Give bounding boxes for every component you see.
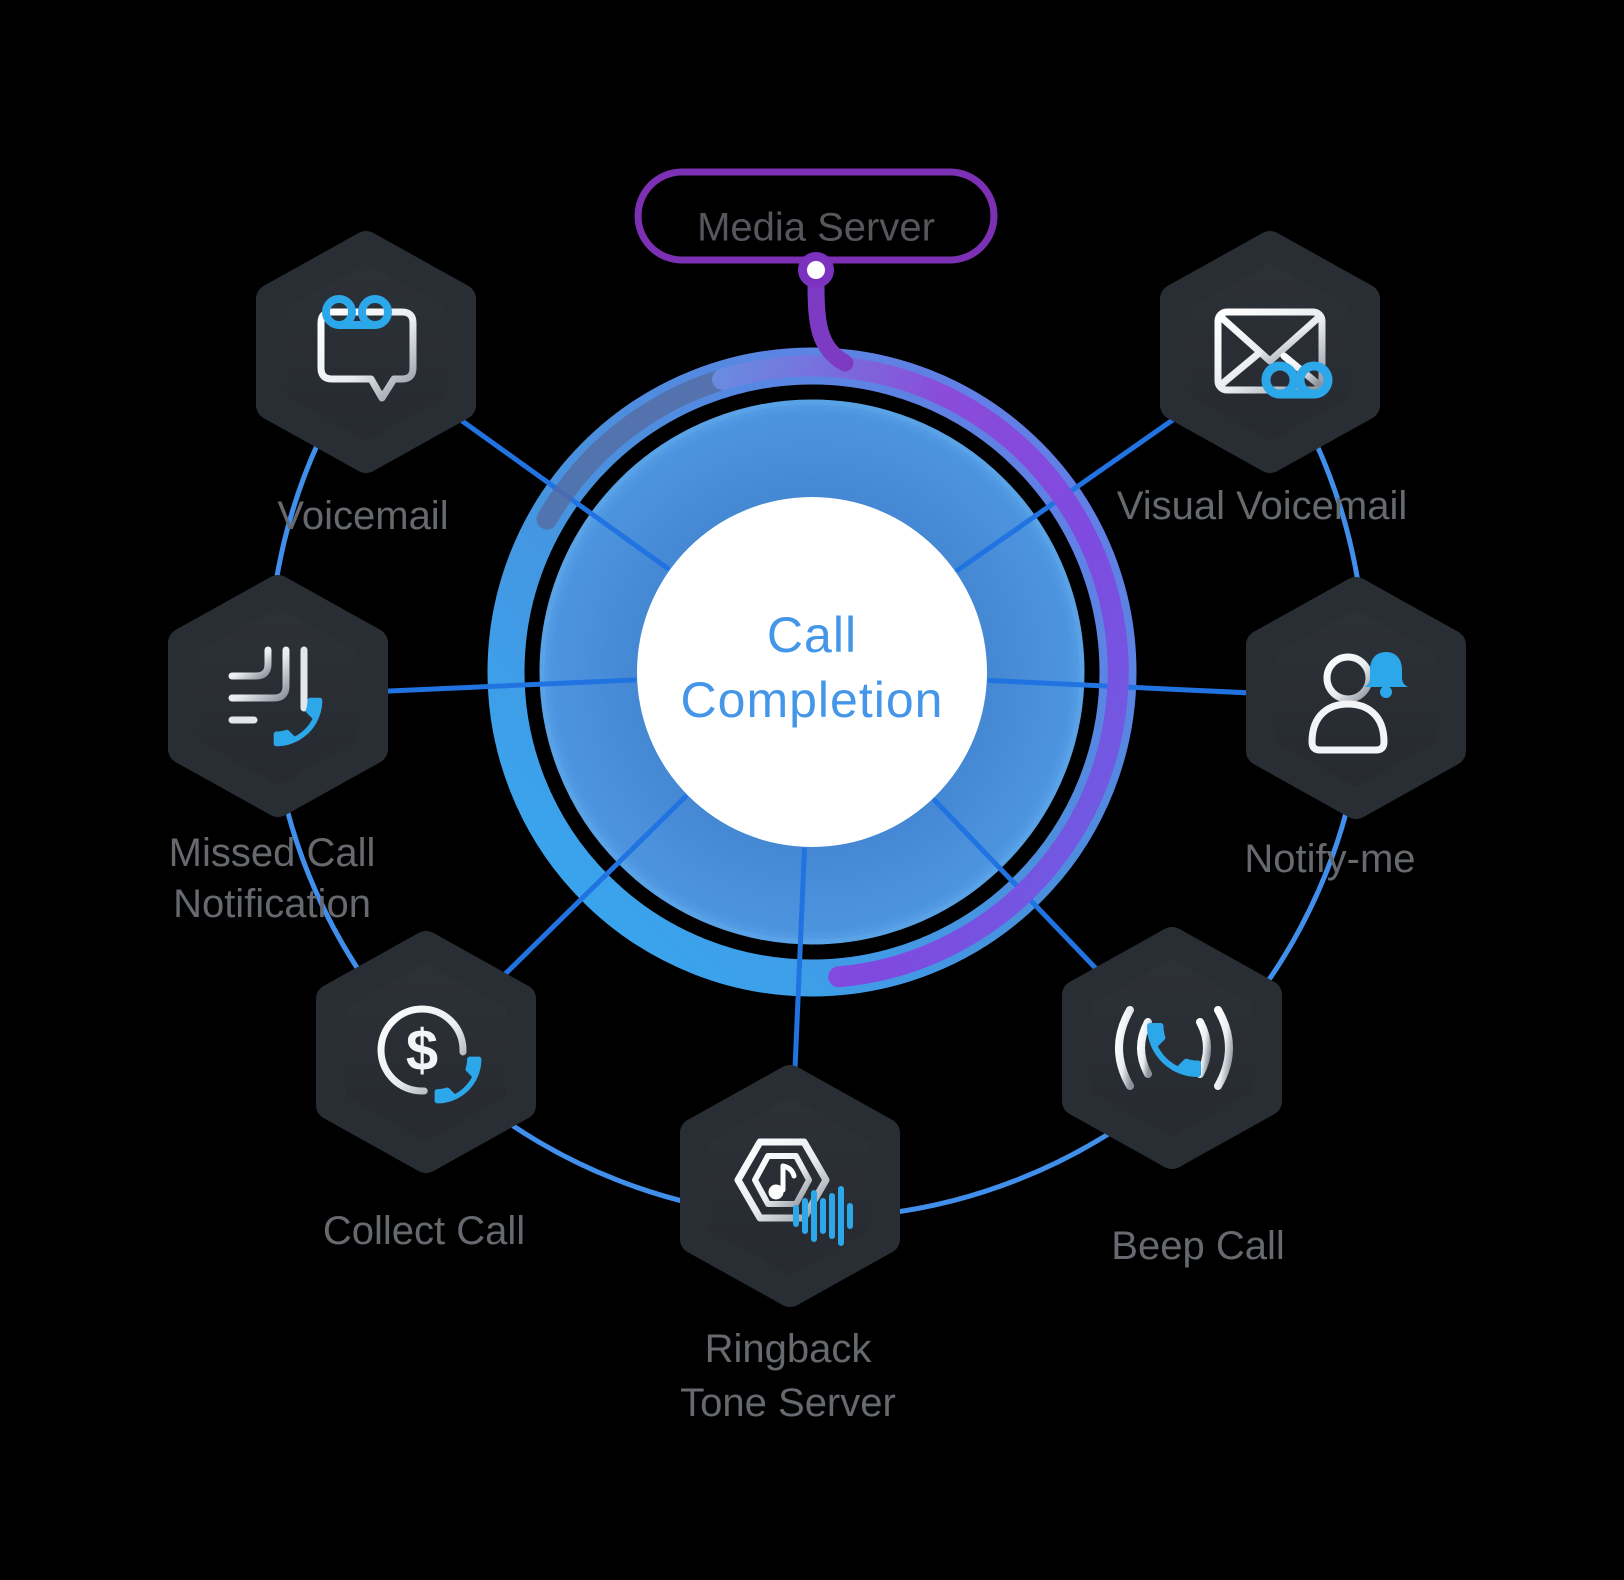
phone-sound-waves-icon (1115, 1006, 1233, 1090)
node-ringback-tone-server (680, 1065, 900, 1307)
dollar-circle-phone-icon: $ (377, 1005, 482, 1104)
node-voicemail (256, 231, 476, 473)
media-server-connector (807, 274, 854, 372)
missed-call-phone-icon (228, 646, 323, 747)
node-beep-call (1062, 927, 1282, 1169)
node-notify-me (1246, 577, 1466, 819)
media-server-label: Media Server (697, 206, 935, 250)
collect-call-hexagon (316, 931, 536, 1173)
stripe-tail-arc (536, 370, 728, 530)
hub-core (637, 497, 987, 847)
node-missed-call-notification (168, 575, 388, 817)
voicemail-tape-bubble-icon (317, 295, 417, 402)
visual-voicemail-label: Visual Voicemail (1117, 484, 1408, 528)
voicemail-label: Voicemail (277, 494, 448, 538)
ringback-label-line1: Ringback (705, 1327, 873, 1371)
purple-progress-arc (712, 355, 1129, 988)
bell-icon (1364, 652, 1408, 698)
phone-handset-icon (434, 1056, 482, 1104)
phone-handset-icon (1147, 1023, 1201, 1077)
hub-title-line2: Completion (681, 672, 944, 728)
media-server-dot (798, 252, 834, 288)
missed-call-label-line1: Missed Call (169, 831, 376, 875)
dollar-symbol: $ (406, 1018, 438, 1083)
visual-voicemail-hexagon (1160, 231, 1380, 473)
hub-title-line1: Call (767, 607, 857, 663)
person-bell-icon (1308, 652, 1408, 754)
hub-donut-rim (539, 399, 1085, 945)
collect-call-label: Collect Call (323, 1209, 525, 1253)
ringback-label-line2: Tone Server (680, 1381, 896, 1425)
envelope-voicemail-icon (1214, 308, 1333, 399)
hexagon-music-note-equalizer-icon (734, 1138, 853, 1246)
ringback-hexagon (680, 1065, 900, 1307)
voicemail-hexagon (256, 231, 476, 473)
missed-call-label-line2: Notification (173, 882, 371, 926)
hub-title: Call Completion (681, 607, 944, 728)
beep-call-hexagon (1062, 927, 1282, 1169)
notify-me-label: Notify-me (1244, 837, 1415, 881)
node-visual-voicemail (1160, 231, 1380, 473)
beep-call-label: Beep Call (1111, 1224, 1284, 1268)
media-server-node: Media Server (634, 168, 998, 288)
phone-handset-icon (273, 697, 323, 747)
equalizer-bars (793, 1186, 853, 1246)
node-collect-call: $ (316, 931, 536, 1173)
